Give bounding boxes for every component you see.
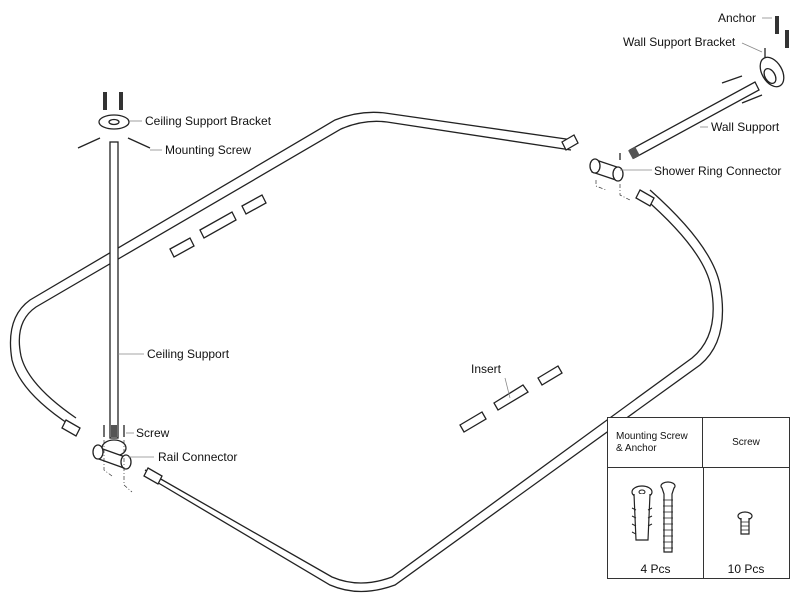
label-anchor: Anchor [718,11,757,25]
rail-connector [92,425,133,493]
quantity-mounting-screw-anchor: 4 Pcs [640,562,671,576]
label-rail-connector: Rail Connector [158,450,238,464]
table-divider [703,468,704,579]
insert-bottom [493,384,529,411]
label-wall-support: Wall Support [711,120,780,134]
ceiling-support-bracket [77,92,151,149]
label-mounting-screw: Mounting Screw [165,143,252,157]
wall-support-bracket [721,16,789,104]
label-screw: Screw [136,426,170,440]
label-wall-support-bracket: Wall Support Bracket [623,35,736,49]
mounting-screw-anchor-icon [631,481,676,553]
label-ceiling-support-bracket: Ceiling Support Bracket [145,114,272,128]
label-insert: Insert [471,362,502,376]
parts-header-mounting-screw-anchor: Mounting Screw & Anchor [608,418,703,468]
insert-top [199,211,237,239]
quantity-screw: 10 Pcs [727,562,765,576]
shower-rail [9,111,724,593]
label-shower-ring-connector: Shower Ring Connector [654,164,782,178]
screw-icon [737,511,753,535]
parts-header-screw: Screw [703,418,789,468]
ceiling-support-pole [109,141,119,439]
wall-support-pole [628,81,760,160]
parts-table: Mounting Screw & Anchor Screw 4 Pcs 10 P… [607,417,790,579]
label-ceiling-support: Ceiling Support [147,347,230,361]
shower-ring-connector [589,153,631,201]
leader-lines [118,17,772,458]
